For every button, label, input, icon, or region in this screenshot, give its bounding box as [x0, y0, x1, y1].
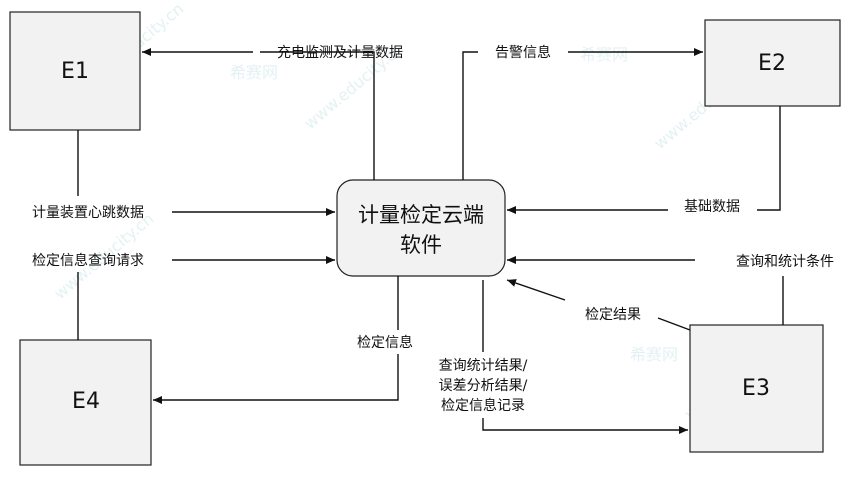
- process-cloud-software: [336, 179, 506, 277]
- flow-label-from-e3-query: 查询和统计条件: [736, 253, 834, 270]
- flow-label-from-e1: 计量装置心跳数据: [32, 205, 144, 221]
- entity-e4-label: E4: [72, 389, 100, 414]
- entity-e3: [689, 324, 824, 453]
- flow-from-e3-result: 检定结果: [506, 279, 691, 331]
- process-label-line2: 软件: [400, 233, 442, 257]
- process-label-line1: 计量检定云端: [358, 203, 484, 227]
- watermark-brand: 希赛网: [230, 63, 278, 82]
- flow-to-e1: 充电监测及计量数据: [142, 45, 403, 180]
- watermark-brand: 希赛网: [580, 45, 628, 64]
- flow-label-to-e4: 检定信息: [357, 334, 413, 351]
- entity-e2: [704, 19, 841, 107]
- flow-label-from-e2: 基础数据: [684, 198, 740, 215]
- flow-from-e2: 基础数据: [507, 106, 781, 215]
- flow-label-to-e1: 充电监测及计量数据: [277, 45, 403, 61]
- entity-e4: [19, 339, 152, 466]
- entity-e3-label: E3: [742, 376, 770, 401]
- watermark-brand: 希赛网: [630, 345, 678, 364]
- flow-label-from-e4: 检定信息查询请求: [32, 252, 144, 269]
- flow-to-e3: 查询统计结果/ 误差分析结果/ 检定信息记录: [439, 280, 688, 434]
- flow-label-to-e3-line2: 误差分析结果/: [439, 378, 528, 394]
- flow-label-to-e3-line3: 检定信息记录: [441, 397, 525, 414]
- flow-from-e4: 检定信息查询请求: [32, 252, 335, 340]
- entity-e2-label: E2: [758, 51, 786, 76]
- entity-e1-label: E1: [61, 59, 89, 84]
- flow-from-e3-query: 查询和统计条件: [507, 253, 834, 325]
- flow-label-to-e3-line1: 查询统计结果/: [439, 358, 528, 374]
- flow-to-e2: 告警信息: [462, 44, 703, 180]
- flow-label-from-e3-result: 检定结果: [585, 307, 641, 323]
- flow-from-e1: 计量装置心跳数据: [32, 130, 335, 221]
- flow-to-e4: 检定信息: [153, 276, 413, 404]
- flow-label-to-e2: 告警信息: [495, 44, 551, 61]
- entity-e1: [9, 11, 141, 131]
